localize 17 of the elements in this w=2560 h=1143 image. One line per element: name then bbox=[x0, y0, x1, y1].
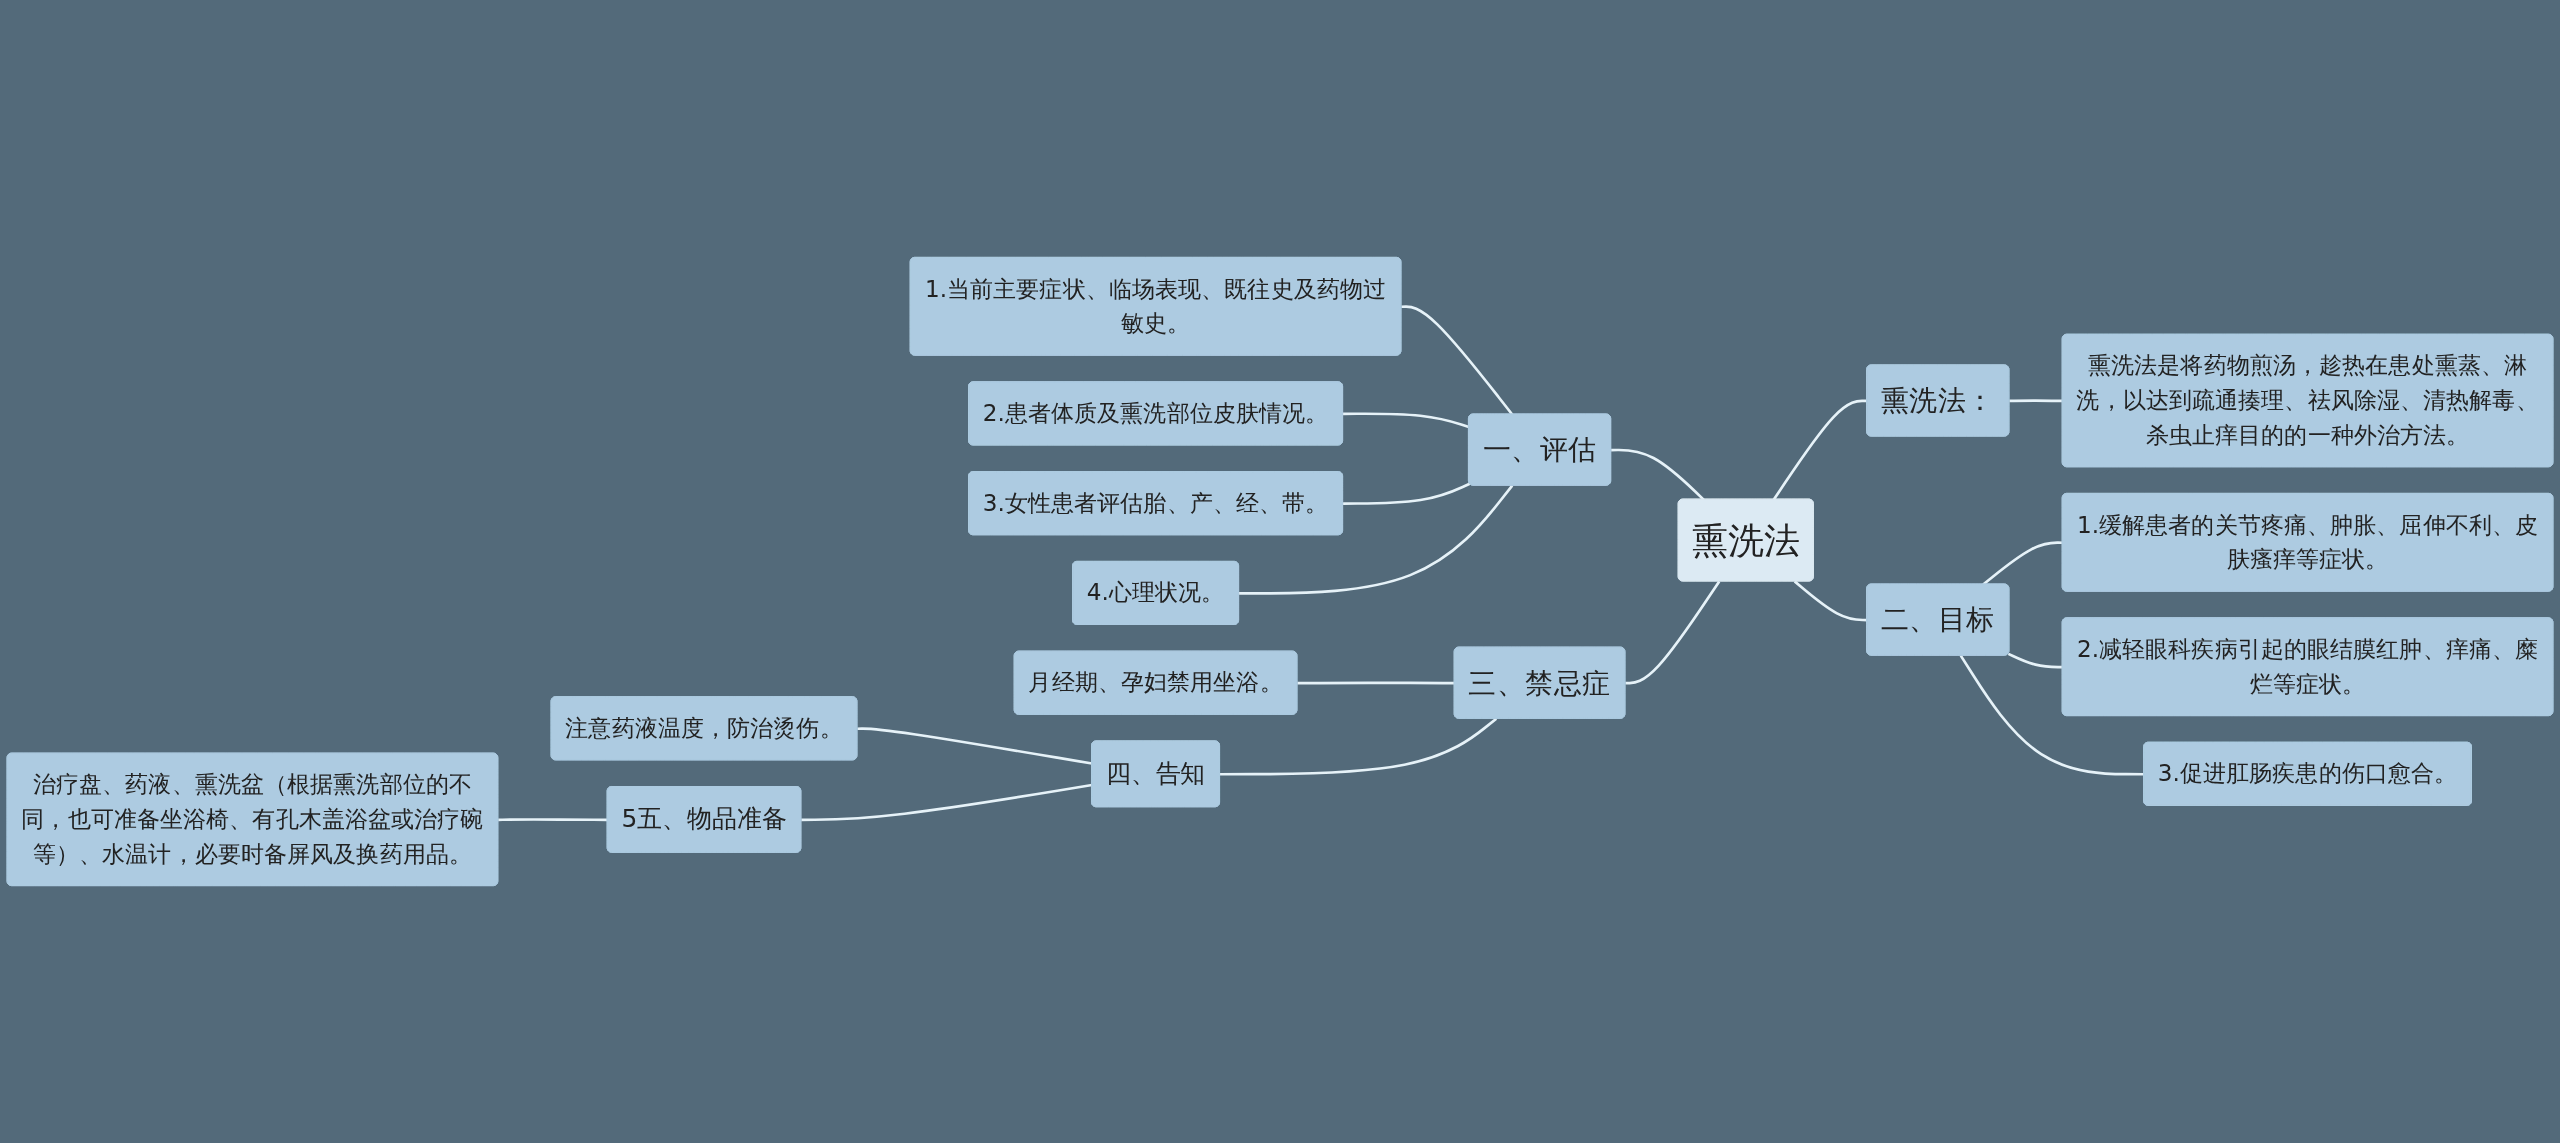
connector bbox=[2009, 399, 2063, 403]
connector bbox=[1343, 482, 1471, 505]
connector bbox=[1297, 681, 1455, 685]
connector bbox=[1959, 654, 2145, 776]
connector bbox=[1343, 412, 1470, 429]
connector bbox=[1625, 580, 1721, 685]
connector bbox=[1239, 484, 1514, 595]
connector bbox=[801, 783, 1093, 822]
connector bbox=[1982, 541, 2063, 586]
connector bbox=[2007, 652, 2063, 669]
connector bbox=[1401, 305, 1514, 416]
connector bbox=[1772, 399, 1868, 501]
connector bbox=[857, 727, 1093, 765]
connector bbox=[1220, 717, 1498, 776]
connector bbox=[498, 818, 608, 822]
connector bbox=[1611, 448, 1705, 501]
connector bbox=[1793, 580, 1868, 622]
